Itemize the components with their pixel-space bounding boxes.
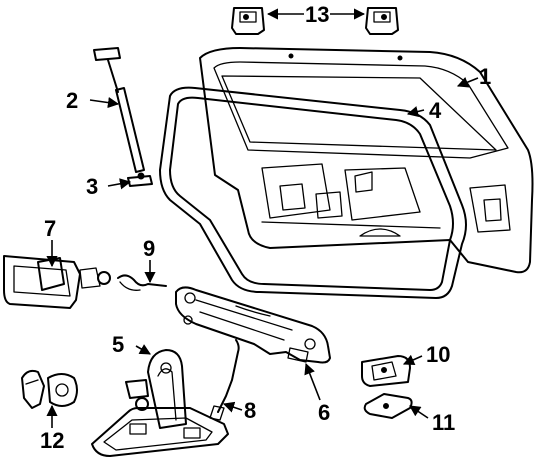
- leader-lines: [46, 8, 479, 428]
- callout-10: 10: [426, 342, 450, 367]
- callout-11: 11: [432, 410, 455, 435]
- support-strut[interactable]: [93, 47, 145, 180]
- callout-8: 8: [244, 398, 256, 423]
- callout-4: 4: [429, 98, 442, 123]
- callout-1: 1: [479, 64, 491, 89]
- callout-6: 6: [318, 400, 330, 425]
- switch[interactable]: [21, 369, 78, 409]
- callout-5: 5: [112, 332, 124, 357]
- hinge-right[interactable]: [365, 7, 399, 35]
- callout-7: 7: [44, 216, 56, 241]
- callout-13: 13: [305, 2, 329, 27]
- callout-3: 3: [86, 174, 98, 199]
- hinge-left[interactable]: [231, 7, 265, 35]
- lock-cylinder[interactable]: [3, 255, 111, 309]
- latch-assembly[interactable]: [175, 286, 331, 364]
- callout-labels: 13 1 2 4 3 7 9 5 10 6 8 11 12: [40, 2, 491, 453]
- bracket[interactable]: [361, 355, 411, 387]
- callout-2: 2: [66, 88, 78, 113]
- callout-9: 9: [143, 236, 155, 261]
- rod-clip[interactable]: [117, 274, 167, 291]
- plate[interactable]: [363, 393, 413, 419]
- strut-pin[interactable]: [127, 175, 153, 187]
- striker-assembly[interactable]: [91, 349, 229, 457]
- weatherstrip[interactable]: [159, 86, 467, 299]
- latch-rod[interactable]: [209, 339, 240, 421]
- callout-12: 12: [40, 428, 64, 453]
